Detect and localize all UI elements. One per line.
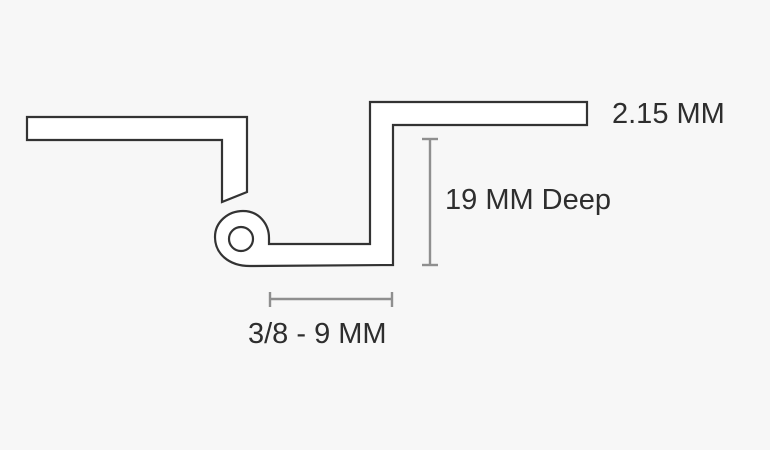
width-label: 3/8 - 9 MM — [248, 318, 387, 350]
left-leaf — [25, 115, 249, 204]
offset-leaf-with-knuckle — [213, 100, 589, 268]
depth-dimension-line — [422, 137, 438, 267]
thickness-label: 2.15 MM — [612, 98, 725, 130]
width-dimension-line — [268, 292, 394, 307]
depth-label: 19 MM Deep — [445, 184, 612, 216]
knuckle-pin-hole — [227, 225, 255, 253]
